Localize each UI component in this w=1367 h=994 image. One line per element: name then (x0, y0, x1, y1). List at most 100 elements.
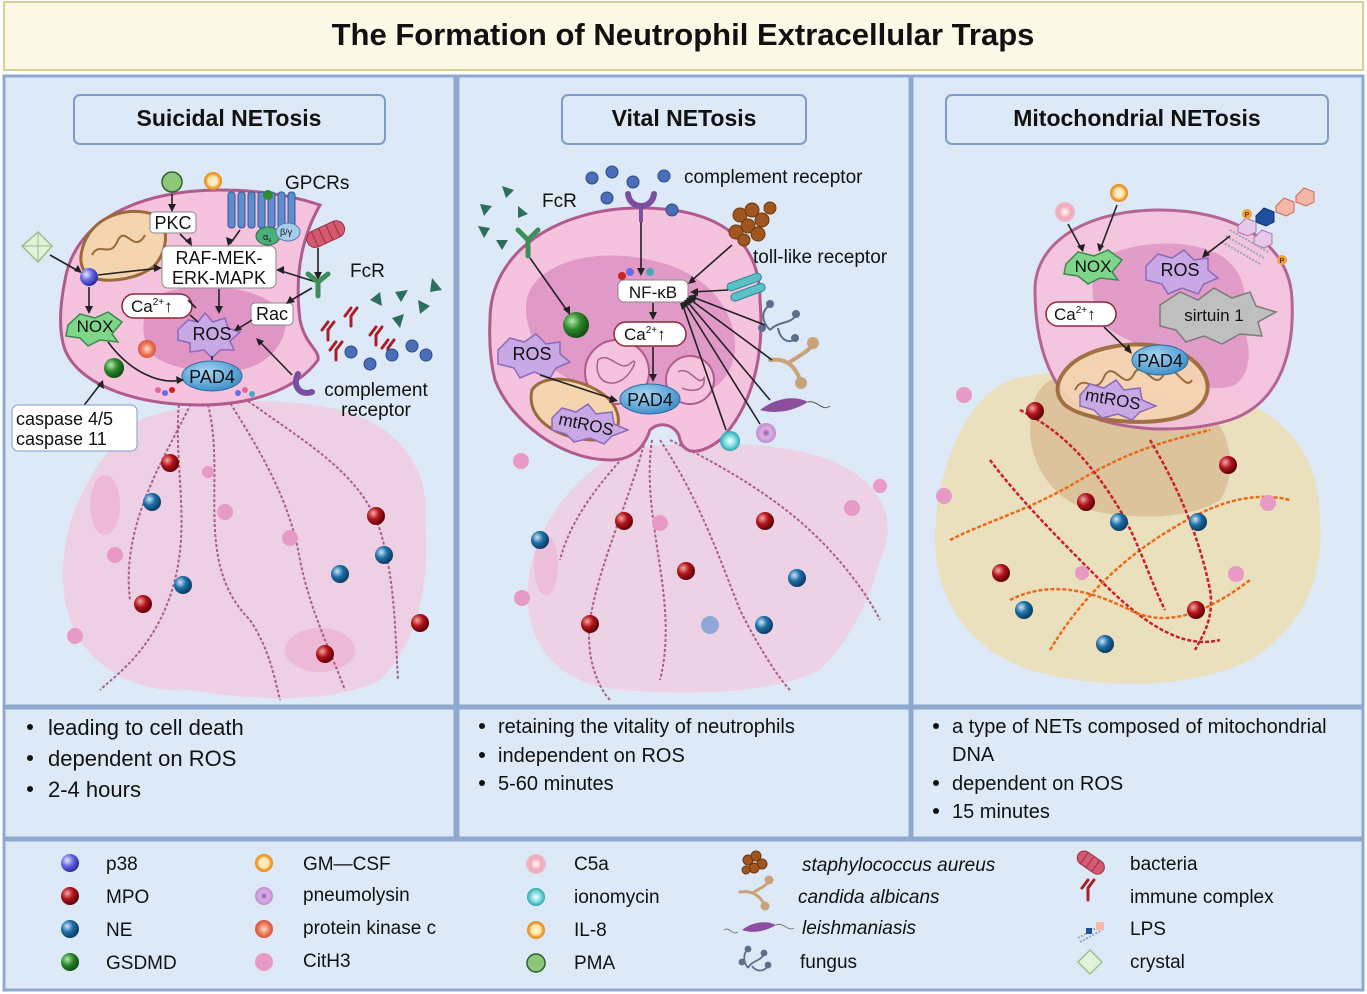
vital-title-box (561, 94, 807, 145)
figure-title: The Formation of Neutrophil Extracellula… (332, 17, 1035, 52)
cith3 (844, 500, 860, 516)
vital-pad4-label: PAD4 (627, 390, 673, 410)
legend-label-bacteria: bacteria (1130, 854, 1198, 875)
mpo-granule (1077, 493, 1095, 511)
nfkb-box (617, 279, 689, 303)
legend-label-crystal: crystal (1130, 952, 1185, 973)
legend-label-cith3: CitH3 (303, 951, 351, 972)
gpcrs-label: GPCRs (285, 173, 349, 194)
vital-fcr-receptor (515, 227, 541, 259)
ros-burst (177, 311, 242, 360)
cith3 (1228, 566, 1244, 582)
erk-mapk-label: ERK-MAPK (172, 268, 266, 288)
pad4-enzyme (181, 360, 243, 392)
cith3 (107, 547, 123, 563)
arrow-comp-receptor-rac (257, 339, 293, 376)
bullets-mito-box (910, 706, 1365, 840)
bullets-suicidal-box (2, 706, 457, 840)
legend-label-mpo: MPO (106, 887, 149, 908)
mito-c5a-molecule (1055, 202, 1075, 222)
il-8-icon (527, 921, 545, 939)
legend-label-immune-complex: immune complex (1130, 887, 1274, 908)
mito-bullet-1: a type of NETs composed of mitochondrial (952, 716, 1327, 738)
legend-label-gm-csf: GM—CSF (303, 854, 391, 875)
ca-box (121, 293, 193, 319)
ne-granule (1110, 513, 1128, 531)
chromatin-fiber (99, 394, 183, 691)
mpo-icon (61, 887, 79, 905)
phosphate-label: P (1280, 258, 1285, 265)
ne-granule (331, 565, 349, 583)
suicidal-title-box (73, 94, 386, 145)
ne-granule (1096, 635, 1114, 653)
nox-enzyme (65, 311, 124, 347)
pma-icon (526, 953, 546, 973)
antigen-triangles (370, 278, 442, 328)
complement-molecules (344, 339, 433, 371)
toll-like-receptor-label: toll-like receptor (753, 247, 888, 268)
cith3 (202, 466, 214, 478)
vital-pad4-enzyme (619, 383, 681, 415)
bullet-dot (27, 755, 33, 761)
legend-label-pneumolysin: pneumolysin (303, 885, 410, 906)
mpo-granule (161, 454, 179, 472)
bacteria-stimulus (306, 220, 346, 248)
chromatin-fiber (659, 439, 791, 691)
arrow-fcr-raf (277, 269, 317, 283)
arrow-ros-ca (187, 299, 197, 309)
legend-label-pma: PMA (574, 953, 616, 974)
arrow-leish-nfkb (685, 299, 771, 401)
cith3 (282, 530, 298, 546)
vital-vesicle-dna (677, 369, 705, 392)
mtdna-strand (949, 428, 1211, 542)
ne-granule (1189, 513, 1207, 531)
mtdna-strand (1009, 578, 1251, 620)
vital-bullet-3: 5-60 minutes (498, 773, 614, 795)
raf-mek-erk-mapk-box (161, 245, 277, 289)
mito-pad4-enzyme (1131, 344, 1189, 376)
mito-ros-burst (1145, 249, 1220, 295)
arrow-ros-pad4 (539, 374, 617, 401)
pneumolysin-icon (255, 887, 273, 905)
pkc-label: PKC (154, 213, 191, 233)
arrow-ca-pad4 (1103, 326, 1131, 353)
fcr-label: FcR (350, 261, 385, 282)
vital-vesicle (665, 355, 715, 405)
ros-label: ROS (192, 324, 231, 344)
cith3 (652, 515, 668, 531)
sirtuin-1-protein (1159, 287, 1278, 345)
chromatin-fiber (648, 439, 667, 681)
mito-mtros-burst (1079, 378, 1159, 421)
mpo-granule (316, 645, 334, 663)
legend-label-lps: LPS (1130, 919, 1166, 940)
bullet-dot (933, 723, 939, 729)
title-box (3, 1, 1364, 71)
vital-bullet-2: independent on ROS (498, 745, 685, 767)
gm-csf-icon (255, 854, 273, 872)
arrow-nox-pad4 (107, 341, 183, 382)
vital-bullets: retaining the vitality of neutrophils in… (479, 716, 795, 795)
bullet-dot (27, 724, 33, 730)
vital-net-blob (534, 535, 558, 595)
p38-molecule (80, 268, 98, 286)
mpo-granule (134, 595, 152, 613)
phosphate-label: P (1245, 212, 1250, 219)
bullet-dot (479, 723, 485, 729)
arrow-ca-ros (189, 314, 199, 323)
rac-box (250, 302, 294, 326)
legend: p38 MPO NE GSDMD GM—CSF pneumolysin prot… (61, 850, 1274, 976)
mito-lps-molecule: P P (1221, 187, 1315, 265)
chromatin-fiber (588, 439, 646, 701)
citrullinated-histones (155, 387, 255, 397)
arrow-pneu-nfkb (683, 301, 761, 425)
arrow-candida-nfkb (687, 297, 773, 361)
cith3 (873, 479, 887, 493)
mito-bullet-3: 15 minutes (952, 801, 1050, 823)
bullets-vital-box (456, 706, 912, 840)
mito-ca-label: Ca2+↑ (1054, 305, 1096, 324)
arrow-il8-nox (1099, 204, 1118, 251)
arrow-iono-nfkb (681, 302, 727, 431)
caspase-11-label: caspase 11 (16, 429, 107, 449)
mpo-granule (581, 615, 599, 633)
